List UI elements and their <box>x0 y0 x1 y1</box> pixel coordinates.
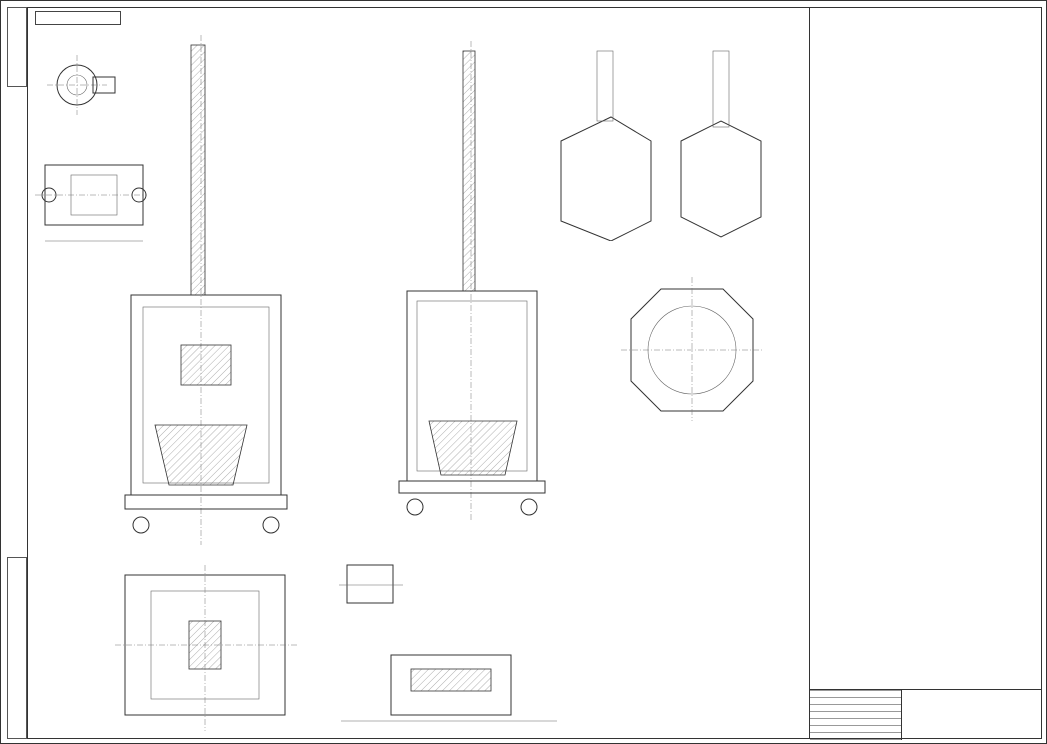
view-dd-bracket <box>92 76 116 94</box>
view-vv-octagon <box>630 288 754 412</box>
view-vv <box>617 263 767 423</box>
view-zh-detail <box>346 564 394 604</box>
view-dd <box>31 27 121 137</box>
view-e-cross-section <box>390 654 512 716</box>
section-aa-wheel-left <box>132 516 150 534</box>
view-gg-drawing <box>35 164 147 242</box>
isometric-open-column <box>596 50 614 122</box>
view-gg-left-bearing <box>41 187 57 203</box>
view-e-seal <box>410 668 492 692</box>
section-aa-wheel-right <box>262 516 280 534</box>
section-aa-heater-block <box>180 344 232 386</box>
margin-strip-bottom <box>7 557 27 739</box>
section-bb-wheel-right <box>520 498 538 516</box>
section-aa-column <box>190 44 206 296</box>
section-aa-drawing <box>124 35 288 545</box>
isometric-drawing <box>560 50 762 241</box>
plan-view <box>111 561 301 737</box>
isometric-closed-column <box>712 50 730 128</box>
view-zh <box>331 541 411 621</box>
isometric-open-body <box>560 116 652 241</box>
view-zh-drawing <box>339 564 403 604</box>
section-bb-wheel-left <box>406 498 424 516</box>
section-bb <box>371 31 561 531</box>
plan-view-drawing <box>115 565 297 731</box>
view-dd-drawing <box>47 55 116 115</box>
title-block-signature-grid <box>810 690 902 740</box>
section-bb-column <box>462 50 476 292</box>
section-bb-frame-base <box>398 480 546 494</box>
drawing-frame <box>27 7 1042 739</box>
section-bb-drawing <box>398 41 546 521</box>
isometric-views <box>541 31 781 241</box>
section-aa <box>121 15 301 555</box>
technical-notes <box>567 425 799 741</box>
view-gg <box>31 141 151 271</box>
view-e <box>331 625 567 737</box>
section-aa-frame-base <box>124 494 288 510</box>
view-vv-drawing <box>621 277 763 421</box>
view-e-drawing <box>341 654 557 722</box>
margin-strip-top <box>7 7 27 87</box>
section-aa-crucible <box>154 424 248 486</box>
designation-box <box>35 11 121 25</box>
title-block <box>809 689 1042 740</box>
section-bb-crucible <box>428 420 518 476</box>
isometric-closed-body <box>680 120 762 238</box>
specification-table <box>809 7 1042 689</box>
